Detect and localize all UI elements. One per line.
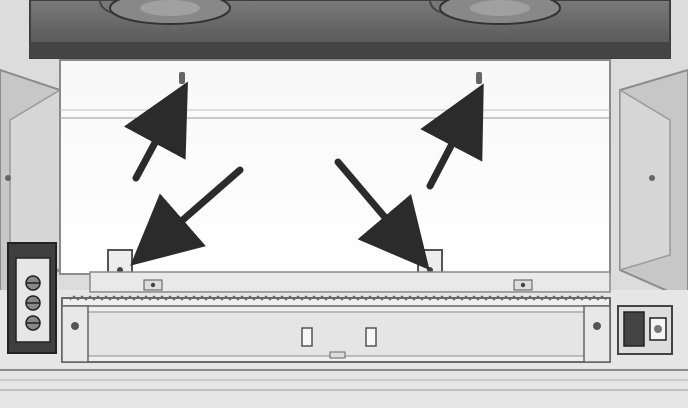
annotation-arrows	[123, 81, 484, 271]
top-slot-right	[476, 72, 482, 84]
arrow-down-right	[334, 158, 430, 271]
terminal-block	[7, 242, 57, 354]
right-connector	[617, 305, 673, 355]
inner-walls	[5, 88, 671, 272]
top-slot-left	[179, 72, 185, 84]
arrow-down-left	[130, 166, 244, 266]
rail-teeth	[69, 295, 607, 301]
arrow-up-left	[123, 81, 188, 182]
arrow-up-right	[420, 83, 484, 190]
bottom-rail	[61, 295, 611, 363]
main-panel	[59, 59, 611, 293]
top-lid	[29, 0, 671, 59]
